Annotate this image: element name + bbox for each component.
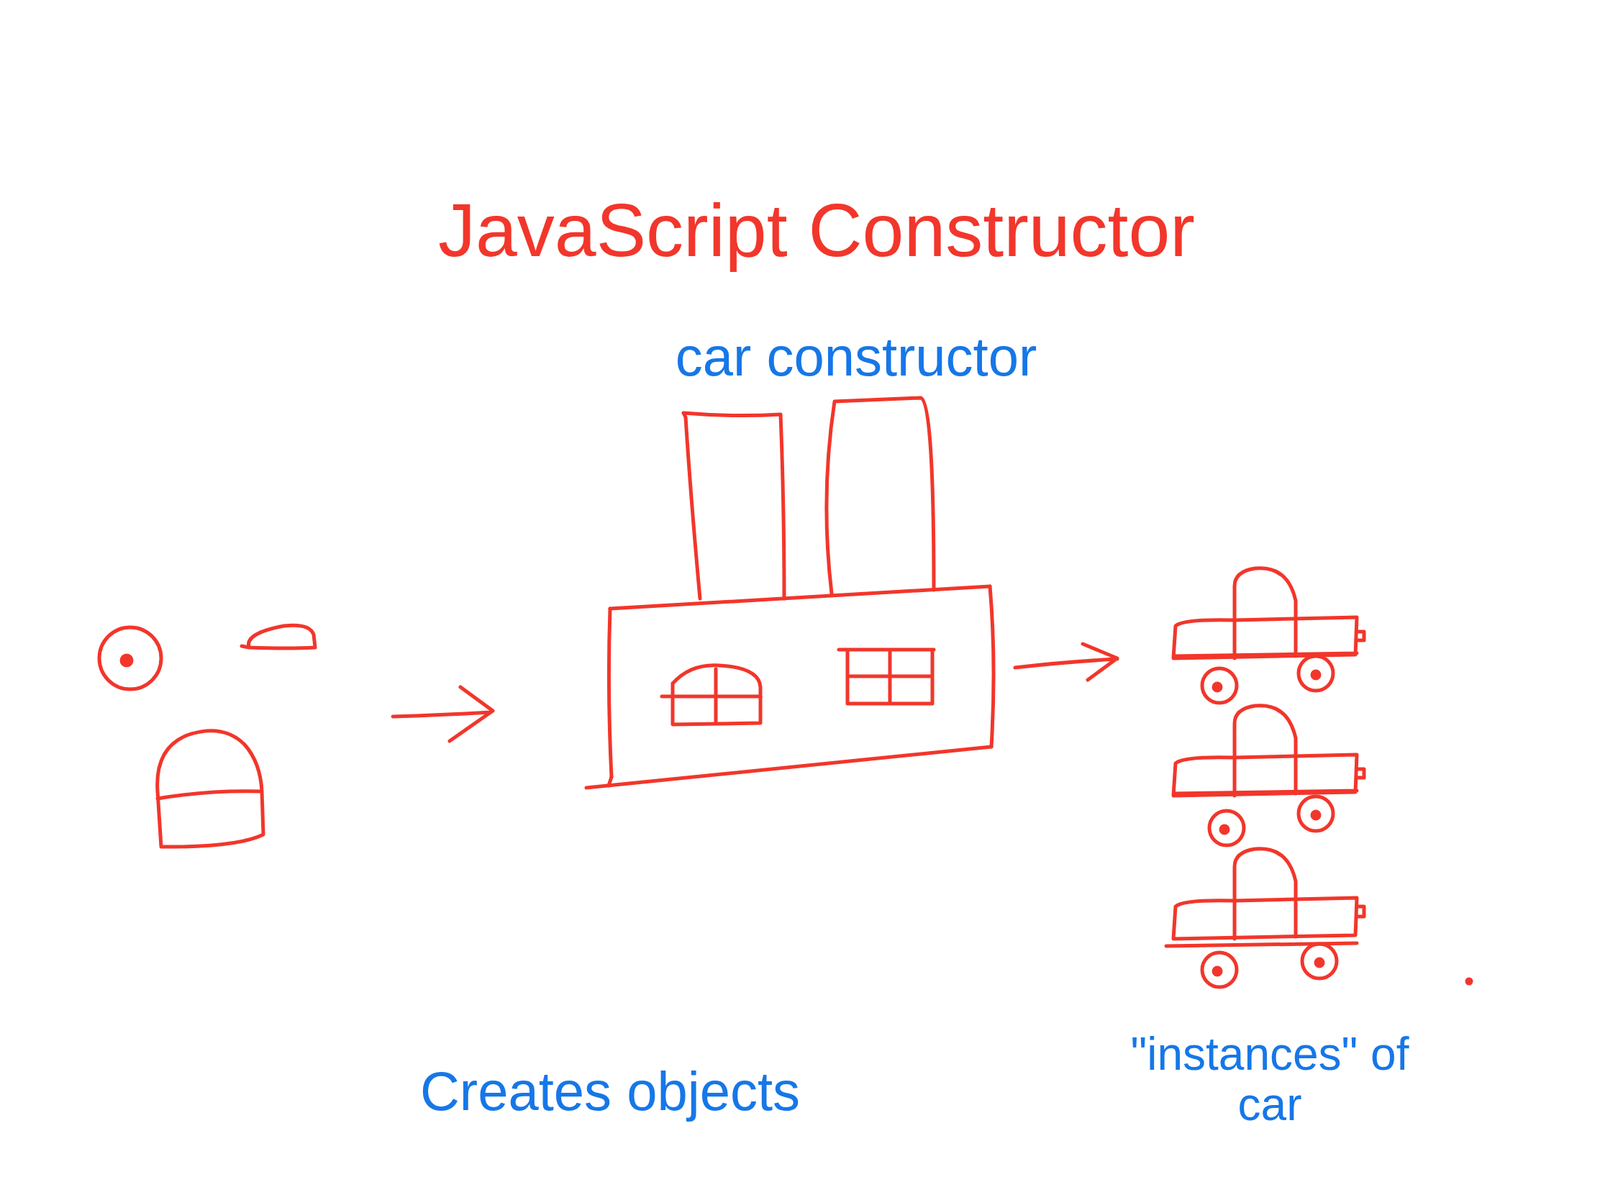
car-wheel [1298, 656, 1334, 691]
car-body [1173, 617, 1357, 659]
cab-part [157, 730, 264, 847]
factory-stroke [683, 412, 785, 599]
car-instance [1173, 568, 1365, 703]
car-light [1356, 906, 1365, 917]
car-parts [99, 625, 316, 847]
car-hub [1213, 683, 1221, 691]
car-hub [1312, 671, 1320, 679]
car-instance [1166, 848, 1365, 988]
car-body [1173, 754, 1357, 796]
factory-stroke [586, 746, 992, 788]
car-hub [1213, 967, 1221, 975]
car-wheel [1202, 952, 1237, 988]
node-heading: car constructor [575, 316, 1137, 388]
small-part [241, 625, 316, 649]
factory-node: car constructor [575, 316, 1137, 799]
car-wheel [1202, 668, 1237, 703]
factory-stroke [661, 669, 761, 724]
car-body [1166, 897, 1357, 947]
car-wheel [1298, 796, 1334, 831]
instances-note: "instances" of car [1100, 1028, 1439, 1131]
input-arrow [392, 687, 493, 742]
factory-stroke [608, 608, 612, 777]
factory-stroke [989, 586, 994, 747]
car-cab [1234, 568, 1296, 659]
car-wheel [1302, 943, 1337, 979]
wheel-hub [121, 655, 132, 666]
car-light [1356, 769, 1365, 778]
factory-outline [575, 316, 1137, 799]
car-hub [1220, 825, 1229, 834]
car-hub [1312, 811, 1320, 819]
car-cab [1234, 705, 1296, 796]
car-instance [1173, 705, 1365, 846]
output-arrow [1015, 643, 1118, 680]
car-light [1356, 631, 1365, 641]
title: JavaScript Constructor [438, 189, 1195, 272]
wheel-part [99, 627, 162, 690]
car-cab [1234, 848, 1296, 939]
factory-stroke [838, 649, 934, 704]
car-hub [1315, 958, 1324, 967]
car-wheel [1209, 810, 1244, 846]
factory-stroke [608, 776, 612, 786]
factory-stroke [826, 397, 934, 594]
stray-dot [1466, 979, 1472, 984]
caption-note: Creates objects [420, 1061, 800, 1122]
